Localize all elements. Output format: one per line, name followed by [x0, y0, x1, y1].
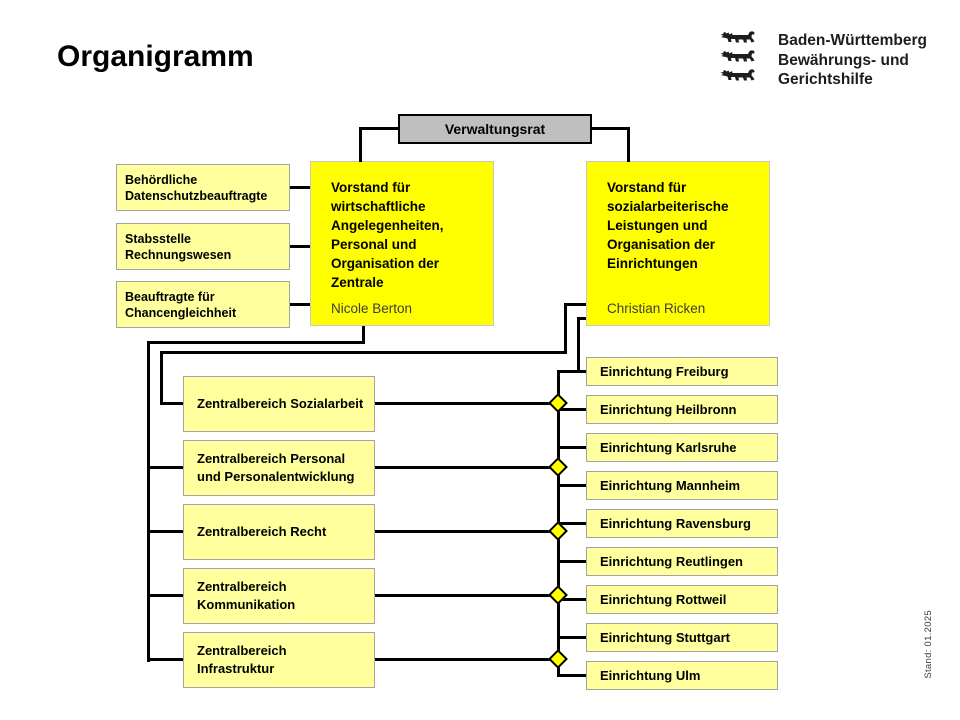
exec-name: Christian Ricken — [607, 301, 706, 316]
connector-dept-sozialarbeit — [160, 402, 183, 405]
connector-fac-rottweil — [557, 598, 586, 601]
connector-line-recht — [375, 530, 559, 533]
facility-box-reutlingen: Einrichtung Reutlingen — [586, 547, 778, 576]
facility-label: Einrichtung Stuttgart — [600, 630, 730, 645]
staff-label: Stabsstelle Rechnungswesen — [125, 231, 232, 262]
connector-exec2-soz-out — [564, 303, 586, 306]
dept-box-recht: Zentralbereich Recht — [183, 504, 375, 560]
connector-board-right — [592, 127, 628, 130]
junction-diamond-icon — [548, 457, 568, 477]
facility-label: Einrichtung Rottweil — [600, 592, 727, 607]
logo-line-3: Gerichtshilfe — [778, 71, 873, 88]
connector-dept-personal — [147, 466, 183, 469]
logo-line-2: Bewährungs- und — [778, 51, 909, 69]
exec-title: Vorstand für wirtschaftliche Angelegenhe… — [331, 180, 444, 290]
facility-label: Einrichtung Karlsruhe — [600, 440, 737, 455]
facility-box-mannheim: Einrichtung Mannheim — [586, 471, 778, 500]
connector-line-kommunikation — [375, 594, 559, 597]
logo-line-1: Baden-Württemberg — [778, 32, 927, 49]
connector-staff-3 — [290, 303, 310, 306]
connector-fac-mannheim — [557, 484, 586, 487]
staff-label: Beauftragte für Chancengleichheit — [125, 289, 237, 320]
connector-exec1-across — [147, 341, 365, 344]
bw-logo: Baden-Württemberg Bewährungs- und Gerich… — [720, 31, 927, 90]
connector-line-sozialarbeit — [375, 402, 559, 405]
dept-box-sozialarbeit: Zentralbereich Sozialarbeit — [183, 376, 375, 432]
logo-org-name: Baden-Württemberg Bewährungs- und Gerich… — [778, 31, 927, 90]
connector-board-right-drop — [627, 127, 630, 162]
junction-diamond-icon — [548, 649, 568, 669]
junction-diamond-icon — [548, 585, 568, 605]
facility-label: Einrichtung Ravensburg — [600, 516, 751, 531]
facility-box-stuttgart: Einrichtung Stuttgart — [586, 623, 778, 652]
connector-fac-ulm — [557, 674, 586, 677]
bw-lion-icon — [720, 69, 755, 81]
bw-lion-icon — [720, 31, 755, 43]
dept-label: Zentralbereich Recht — [197, 524, 327, 539]
facility-box-freiburg: Einrichtung Freiburg — [586, 357, 778, 386]
connector-fac-heilbronn — [557, 408, 586, 411]
connector-exec2-fac-drop — [577, 317, 580, 373]
connector-dept-recht — [147, 530, 183, 533]
facility-box-rottweil: Einrichtung Rottweil — [586, 585, 778, 614]
exec-box-sozialarbeit: Vorstand für sozialarbeiterische Leistun… — [586, 161, 770, 326]
facility-label: Einrichtung Heilbronn — [600, 402, 737, 417]
staff-box-chancengleichheit: Beauftragte für Chancengleichheit — [116, 281, 290, 328]
connector-staff-2 — [290, 245, 310, 248]
connector-fac-reutlingen — [557, 560, 586, 563]
dept-label: Zentralbereich Personal und Personalentw… — [197, 451, 355, 484]
dept-box-personal: Zentralbereich Personal und Personalentw… — [183, 440, 375, 496]
connector-exec2-soz-drop — [564, 303, 567, 354]
dept-label: Zentralbereich Infrastruktur — [197, 643, 287, 676]
staff-label: Behördliche Datenschutzbeauftragte — [125, 172, 268, 203]
connector-fac-ravensburg — [557, 522, 586, 525]
connector-board-left-drop — [359, 127, 362, 162]
dept-box-infrastruktur: Zentralbereich Infrastruktur — [183, 632, 375, 688]
facility-label: Einrichtung Freiburg — [600, 364, 729, 379]
connector-dept-kommunikation — [147, 594, 183, 597]
connector-line-infrastruktur — [375, 658, 559, 661]
facility-label: Einrichtung Reutlingen — [600, 554, 743, 569]
facility-label: Einrichtung Ulm — [600, 668, 701, 683]
connector-fac-karlsruhe — [557, 446, 586, 449]
facility-box-heilbronn: Einrichtung Heilbronn — [586, 395, 778, 424]
facility-box-ravensburg: Einrichtung Ravensburg — [586, 509, 778, 538]
dept-label: Zentralbereich Kommunikation — [197, 579, 296, 612]
connector-exec1-drop — [362, 326, 365, 343]
facility-box-ulm: Einrichtung Ulm — [586, 661, 778, 690]
staff-box-rechnungswesen: Stabsstelle Rechnungswesen — [116, 223, 290, 270]
connector-fac-stuttgart — [557, 636, 586, 639]
dept-box-kommunikation: Zentralbereich Kommunikation — [183, 568, 375, 624]
stand-note: Stand: 01.2025 — [923, 610, 934, 679]
connector-board-left — [360, 127, 398, 130]
bw-lion-icon — [720, 50, 755, 62]
connector-staff-1 — [290, 186, 310, 189]
exec-name: Nicole Berton — [331, 301, 413, 316]
connector-dept-infrastruktur — [147, 658, 183, 661]
facility-label: Einrichtung Mannheim — [600, 478, 741, 493]
connector-exec2-soz-across — [160, 351, 567, 354]
bw-coat-of-arms — [720, 31, 764, 86]
dept-label: Zentralbereich Sozialarbeit — [197, 396, 364, 411]
exec-title: Vorstand für sozialarbeiterische Leistun… — [607, 180, 729, 271]
connector-line-personal — [375, 466, 559, 469]
page-title: Organigramm — [57, 40, 254, 73]
board-box-verwaltungsrat: Verwaltungsrat — [398, 114, 592, 144]
staff-box-datenschutz: Behördliche Datenschutzbeauftragte — [116, 164, 290, 211]
connector-exec2-fac-out — [577, 317, 586, 320]
exec-box-wirtschaft: Vorstand für wirtschaftliche Angelegenhe… — [310, 161, 494, 326]
connector-fac-freiburg — [557, 370, 586, 373]
connector-exec2-soz-drop2 — [160, 351, 163, 404]
facility-box-karlsruhe: Einrichtung Karlsruhe — [586, 433, 778, 462]
connector-dept-trunk — [147, 341, 150, 662]
